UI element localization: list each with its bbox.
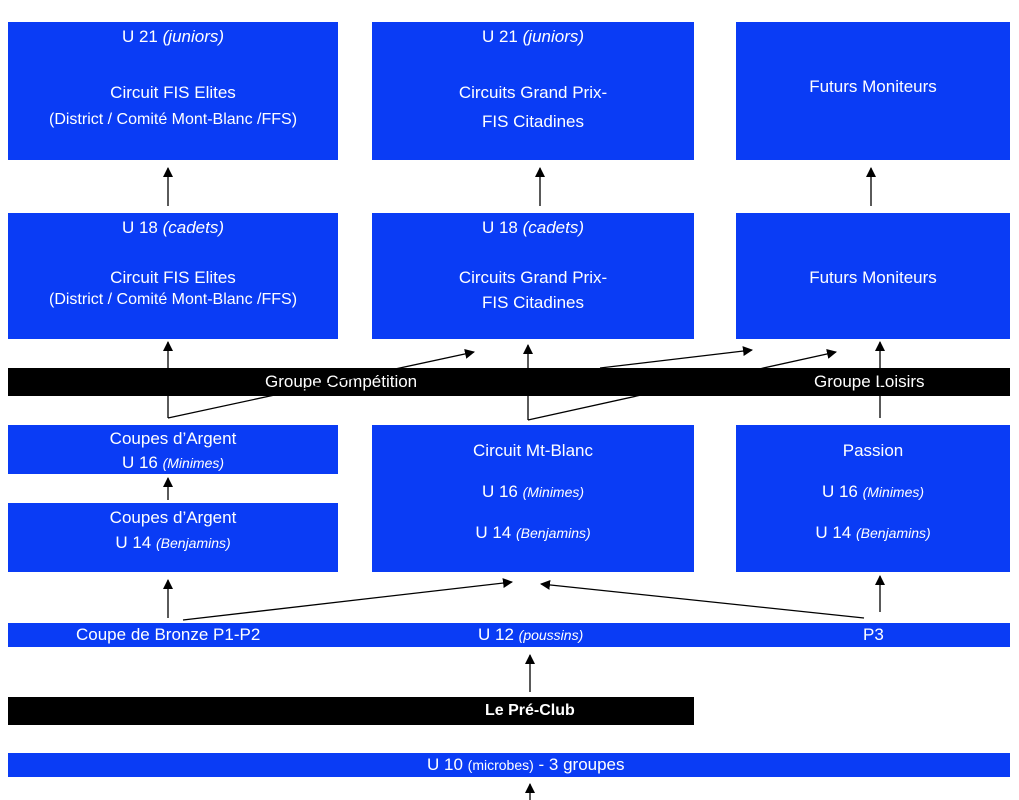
arrow	[182, 578, 513, 621]
u12-strip: Coupe de Bronze P1-P2 U 12 (poussins) P3	[8, 623, 1010, 647]
arrow	[167, 349, 475, 419]
groupe-loisirs-label: Groupe Loisirs	[814, 372, 925, 391]
box-title: Coupes d’Argent	[109, 508, 237, 527]
age-line: U 14 (Benjamins)	[815, 523, 931, 542]
box-line2: (District / Comité Mont-Blanc /FFS)	[48, 291, 298, 308]
box-title: Circuit Mt-Blanc	[473, 441, 593, 460]
age-line: U 16 (Minimes)	[821, 482, 925, 501]
box-coupes-argent-u16: Coupes d’Argent U 16 (Minimes)	[8, 425, 338, 474]
box-line1: Circuits Grand Prix-	[458, 83, 608, 102]
age-line: U 14 (Benjamins)	[475, 523, 591, 542]
u10-strip: U 10 (microbes) - 3 groupes	[8, 753, 1010, 777]
age-line: U 16 (Minimes)	[121, 453, 225, 472]
age-line: U 14 (Benjamins)	[115, 533, 231, 552]
box-passion: Passion U 16 (Minimes) U 14 (Benjamins)	[736, 425, 1010, 572]
box-line1: Futurs Moniteurs	[809, 268, 937, 287]
age-line: U 21 (juniors)	[481, 27, 585, 46]
box-coupes-argent-u14: Coupes d’Argent U 14 (Benjamins)	[8, 503, 338, 572]
box-title: Coupes d’Argent	[109, 429, 237, 448]
box-u21-futurs-moniteurs: Futurs Moniteurs	[736, 22, 1010, 160]
u12-label: U 12 (poussins)	[478, 625, 584, 644]
age-line: U 21 (juniors)	[121, 27, 225, 46]
coupe-bronze-label: Coupe de Bronze P1-P2	[76, 625, 261, 644]
p3-label: P3	[863, 625, 884, 644]
pre-club-bar: Le Pré-Club	[8, 697, 694, 725]
box-u21-fis-elites: U 21 (juniors) Circuit FIS Elites (Distr…	[8, 22, 338, 160]
box-line1: Circuits Grand Prix-	[458, 268, 608, 287]
pre-club-label: Le Pré-Club	[485, 702, 575, 719]
box-circuit-mt-blanc: Circuit Mt-Blanc U 16 (Minimes) U 14 (Be…	[372, 425, 694, 572]
u10-label: U 10 (microbes) - 3 groupes	[427, 755, 625, 774]
box-u18-fis-elites: U 18 (cadets) Circuit FIS Elites (Distri…	[8, 213, 338, 339]
box-line1: Circuit FIS Elites	[110, 83, 236, 102]
groups-bar: Groupe Compétition Groupe Loisirs	[8, 368, 1010, 396]
arrow	[599, 346, 753, 369]
age-line: U 18 (cadets)	[481, 218, 585, 237]
box-u18-futurs-moniteurs: Futurs Moniteurs	[736, 213, 1010, 339]
arrow	[540, 579, 865, 619]
box-line1: Futurs Moniteurs	[809, 77, 937, 96]
box-u18-grand-prix: U 18 (cadets) Circuits Grand Prix- FIS C…	[372, 213, 694, 339]
groupe-competition-label: Groupe Compétition	[265, 372, 418, 391]
box-line2: FIS Citadines	[481, 293, 585, 312]
box-line1: Circuit FIS Elites	[110, 268, 236, 287]
box-u21-grand-prix: U 21 (juniors) Circuits Grand Prix- FIS …	[372, 22, 694, 160]
box-line2: FIS Citadines	[481, 112, 585, 131]
age-line: U 18 (cadets)	[121, 218, 225, 237]
box-line2: (District / Comité Mont-Blanc /FFS)	[48, 111, 298, 128]
arrow	[527, 349, 837, 421]
age-line: U 16 (Minimes)	[481, 482, 585, 501]
box-title: Passion	[842, 441, 904, 460]
